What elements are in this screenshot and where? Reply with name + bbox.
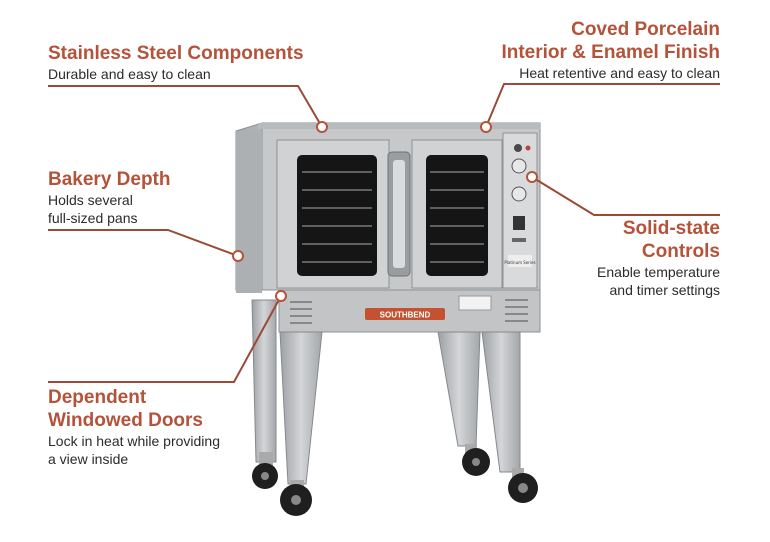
badge-label: Platinum Series [504,260,535,265]
callout-title: Solid-state [622,218,720,239]
callout-desc: Enable temperature [597,264,720,280]
callout-title: Windowed Doors [48,410,203,431]
control-panel [502,132,538,289]
lower-panel [278,289,541,333]
callout-title: Coved Porcelain [571,19,720,40]
right-door [411,139,503,289]
callout-bakery: Bakery Depth Holds several full-sized pa… [48,168,171,227]
callout-desc: Durable and easy to clean [48,66,211,82]
callout-dots [232,121,538,302]
callout-desc: Lock in heat while providing [48,433,220,449]
callout-stainless: Stainless Steel Components Durable and e… [48,42,304,83]
callout-desc: Heat retentive and easy to clean [519,65,720,81]
callout-title: Stainless Steel Components [48,43,304,64]
brand-label: SOUTHBEND [380,311,431,320]
callout-title: Bakery Depth [48,169,171,190]
callout-title: Controls [641,241,720,262]
callout-desc: full-sized pans [48,210,138,226]
brand-logo [365,308,445,320]
oven-legs [251,299,521,485]
callout-desc: a view inside [48,451,129,467]
casters [252,444,538,516]
callout-title: Interior & Enamel Finish [501,42,720,63]
left-door [276,139,411,289]
callout-desc: and timer settings [609,282,721,298]
callout-controls: Solid-state Controls Enable temperature … [597,217,720,299]
callout-doors: Dependent Windowed Doors Lock in heat wh… [48,386,220,468]
callout-coved: Coved Porcelain Interior & Enamel Finish… [501,18,720,82]
callout-title: Dependent [48,387,147,408]
leader-lines [48,83,720,383]
callout-desc: Holds several [48,192,133,208]
